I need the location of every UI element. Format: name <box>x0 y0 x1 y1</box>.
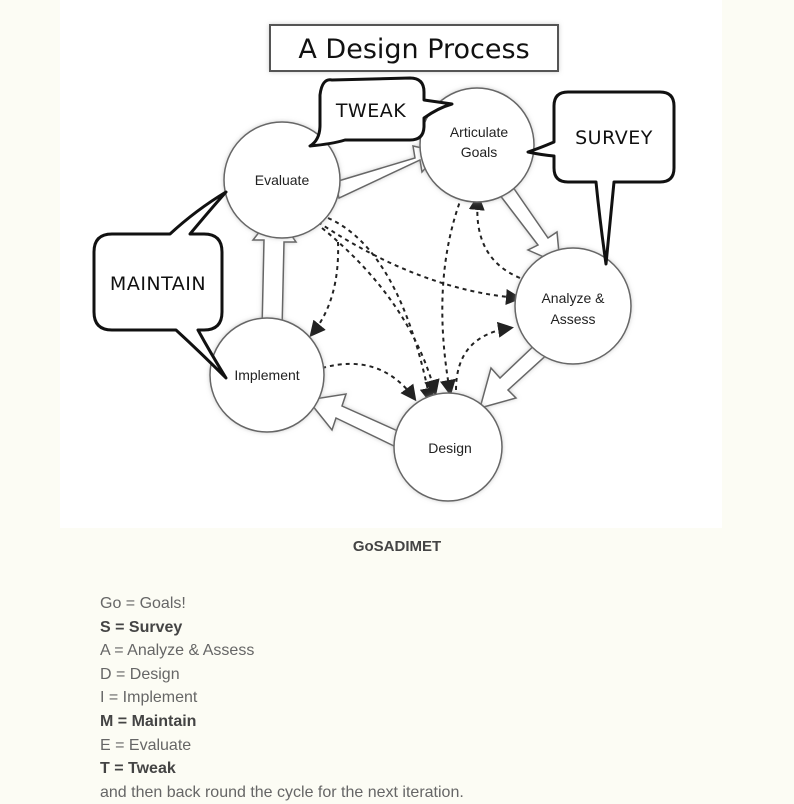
dashed-evaluate-to-design-1 <box>321 227 440 396</box>
acronym-legend: Go = Goals! S = Survey A = Analyze & Ass… <box>100 592 464 804</box>
arrow-goals-to-analyze <box>494 178 561 266</box>
node-label-articulate: Articulate <box>450 124 509 140</box>
node-label-design: Design <box>428 440 472 456</box>
cycle-arrows <box>251 145 561 448</box>
diagram-caption: GoSADIMET <box>352 538 442 555</box>
dashed-design-to-analyze <box>455 321 514 391</box>
legend-line: S = Survey <box>100 618 183 636</box>
bubble-survey: SURVEY <box>526 90 676 266</box>
legend-line: A = Analyze & Assess <box>100 642 255 660</box>
dashed-goals-to-design <box>440 195 463 396</box>
legend-line: M = Maintain <box>100 712 197 730</box>
node-design: Design <box>393 392 503 502</box>
legend-line: I = Implement <box>100 689 198 707</box>
legend-line: Go = Goals! <box>100 595 186 612</box>
bubble-label-survey: SURVEY <box>575 127 653 149</box>
node-label-analyze: Analyze & <box>541 290 605 306</box>
node-label-implement: Implement <box>234 367 299 383</box>
node-implement: Implement <box>209 317 325 433</box>
dashed-evaluate-to-implement <box>309 241 340 338</box>
legend-line: T = Tweak <box>100 760 176 778</box>
legend-line: and then back round the cycle for the ne… <box>100 783 464 801</box>
diagram-title: A Design Process <box>298 34 529 65</box>
node-label-goals: Goals <box>461 144 498 160</box>
dashed-analyze-to-goals <box>468 194 521 279</box>
design-process-diagram: A Design Process Evaluate Articulate Goa… <box>92 24 676 502</box>
node-articulate-goals: Articulate Goals <box>419 87 535 203</box>
legend-line: E = Evaluate <box>100 736 192 754</box>
dashed-evaluate-to-design-2 <box>327 217 436 404</box>
bubble-label-maintain: MAINTAIN <box>110 273 206 295</box>
bubble-tweak: TWEAK <box>308 76 454 148</box>
node-label-evaluate: Evaluate <box>255 172 310 188</box>
bubble-maintain: MAINTAIN <box>92 190 228 380</box>
node-evaluate: Evaluate <box>223 121 341 239</box>
node-analyze-assess: Analyze & Assess <box>514 247 632 365</box>
node-label-assess: Assess <box>550 311 595 327</box>
feedback-arrows <box>309 194 522 404</box>
dashed-implement-to-design <box>321 362 417 402</box>
legend-line: D = Design <box>100 665 180 683</box>
dashed-evaluate-to-analyze <box>317 221 522 305</box>
title-box: A Design Process <box>269 24 559 72</box>
arrow-design-to-implement <box>306 393 401 448</box>
bubble-label-tweak: TWEAK <box>335 100 406 122</box>
